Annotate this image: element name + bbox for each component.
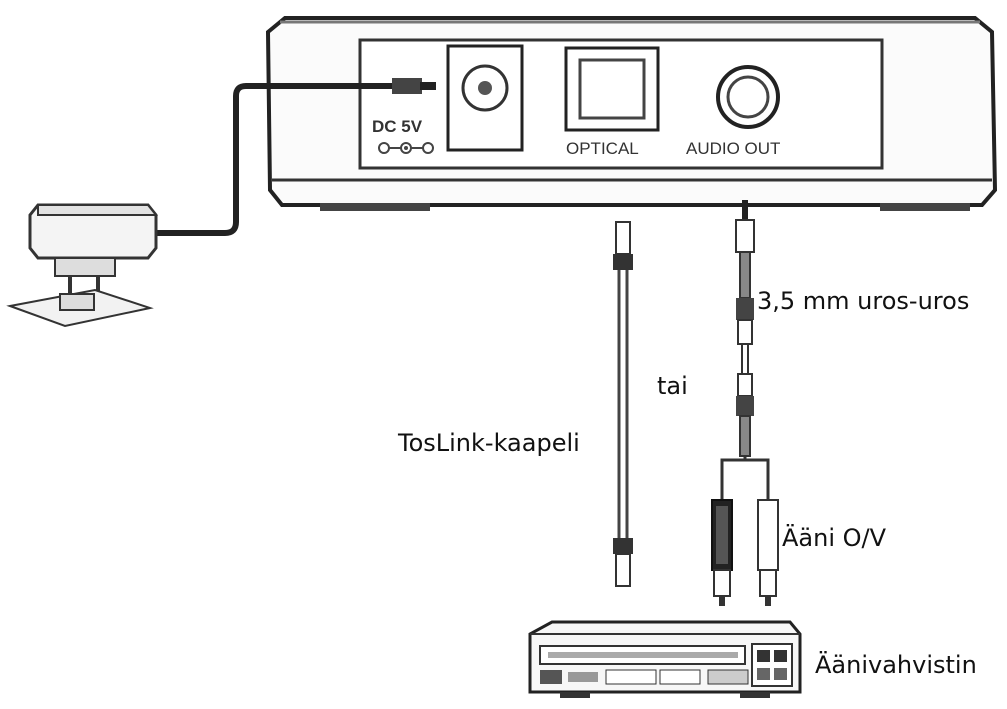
dc-port-label: DC 5V xyxy=(372,117,423,136)
wall-outlet xyxy=(6,288,154,328)
audio-out-port-label: AUDIO OUT xyxy=(686,139,780,158)
or-label: tai xyxy=(657,372,688,400)
rca-plug-left xyxy=(711,499,733,606)
toslink-cable xyxy=(613,221,633,587)
power-cable xyxy=(155,78,436,236)
rca-plug-right xyxy=(757,499,779,606)
dc-power-port xyxy=(446,44,524,152)
aux-35mm-cable xyxy=(720,200,770,500)
optical-port xyxy=(564,46,660,132)
power-adapter xyxy=(28,203,159,294)
audio-out-port xyxy=(716,65,780,129)
polarity-icon xyxy=(378,142,434,154)
amplifier-device xyxy=(528,620,802,698)
amplifier-label: Äänivahvistin xyxy=(815,651,977,679)
optical-port-label: OPTICAL xyxy=(566,139,639,158)
aux-cable-label: 3,5 mm uros-uros xyxy=(757,287,970,315)
toslink-cable-label: TosLink-kaapeli xyxy=(398,429,580,457)
audio-lr-label: Ääni O/V xyxy=(782,524,887,552)
